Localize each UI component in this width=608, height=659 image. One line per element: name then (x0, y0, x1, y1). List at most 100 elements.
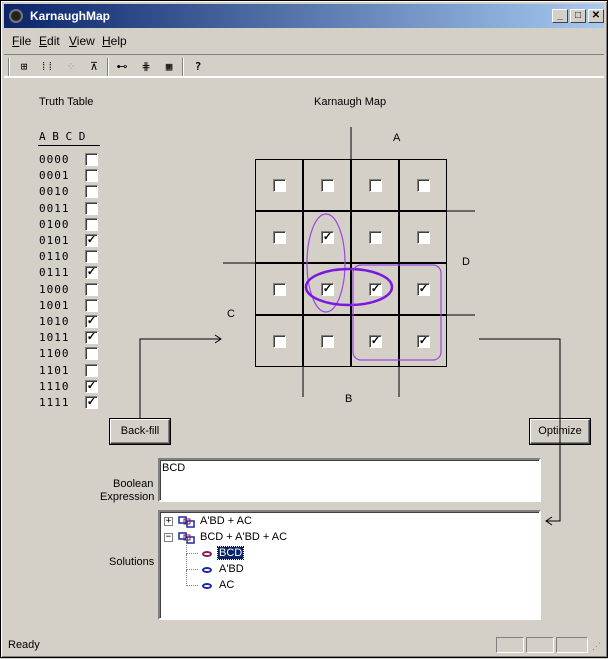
kmap-cell: ✓ (351, 263, 399, 315)
large-map-icon[interactable]: ▦ (165, 60, 173, 73)
small-map-icon[interactable]: ⊷ (116, 60, 128, 73)
solutions-label: Solutions (109, 556, 155, 568)
maximize-button[interactable]: □ (570, 9, 586, 23)
truth-table-checkbox[interactable]: ✓ (85, 396, 98, 409)
expression-value: BCD (162, 462, 186, 474)
truth-table-bits: 1010 (39, 315, 70, 328)
grid-tall-icon[interactable]: ⁞⁞ (40, 60, 54, 73)
expression-label-line1: Boolean (113, 478, 154, 490)
grid-2x2-icon[interactable]: ⊞ (20, 60, 28, 73)
truth-table-checkbox[interactable] (85, 217, 98, 231)
kmap-label-a: A (393, 132, 401, 144)
truth-table-checkbox[interactable] (85, 298, 98, 312)
expression-label-line2: Expression (100, 491, 155, 503)
truth-table-bits: 1001 (39, 298, 70, 312)
expand-icon[interactable]: + (164, 516, 173, 526)
kmap-label-c: C (227, 308, 235, 320)
menu-view[interactable]: View (69, 34, 95, 48)
solution-icon (178, 531, 196, 545)
truth-table-checkbox[interactable]: ✓ (85, 315, 98, 328)
truth-table-checkbox[interactable]: ✓ (85, 234, 98, 247)
kmap-checkbox[interactable]: ✓ (321, 231, 334, 244)
toolbar-separator (107, 58, 109, 76)
kmap-checkbox[interactable] (369, 179, 382, 192)
term-text: BCD (216, 546, 245, 560)
kmap-checkbox[interactable]: ✓ (417, 335, 430, 348)
truth-table-bits: 0100 (39, 217, 70, 231)
truth-table-title: Truth Table (39, 96, 94, 108)
kmap-checkbox[interactable]: ✓ (369, 283, 382, 296)
expression-field[interactable]: BCD (158, 458, 541, 502)
kmap-cell (255, 159, 303, 211)
kmap-label-d: D (462, 256, 470, 268)
status-text: Ready (8, 639, 40, 651)
truth-table-checkbox[interactable]: ✓ (85, 331, 98, 345)
term-text: AC (219, 579, 235, 591)
menu-file-accel: F (12, 34, 20, 48)
menu-file-rest: ile (19, 34, 32, 48)
resize-grip-icon[interactable]: ⋰ (592, 641, 601, 651)
minimize-button[interactable]: _ (552, 9, 568, 23)
menu-help-rest: elp (110, 34, 127, 48)
truth-table-checkbox[interactable] (85, 282, 98, 296)
truth-table-checkbox[interactable]: ✓ (85, 379, 98, 393)
kmap-cell: ✓ (351, 315, 399, 367)
medium-map-icon[interactable]: ⋕ (141, 60, 151, 73)
kmap-checkbox[interactable] (273, 283, 286, 296)
truth-table-header: A B C D (39, 130, 86, 143)
kmap-checkbox[interactable] (417, 231, 430, 244)
kmap-checkbox[interactable] (321, 335, 334, 348)
status-pane (496, 637, 524, 653)
menu-help[interactable]: Help (102, 34, 127, 48)
close-button[interactable]: ✕ (588, 9, 604, 23)
truth-table-checkbox[interactable] (85, 185, 98, 199)
kmap-cell (399, 159, 447, 211)
grid-disabled-icon[interactable]: ⁘ (66, 60, 76, 73)
kmap-checkbox[interactable] (417, 179, 430, 192)
menu-edit-rest: dit (47, 34, 60, 48)
kmap-cell (255, 211, 303, 263)
kmap-cell: ✓ (303, 211, 351, 263)
kmap-checkbox[interactable] (273, 231, 286, 244)
kmap-checkbox[interactable] (321, 179, 334, 192)
solution-text: BCD + A'BD + AC (200, 531, 288, 543)
truth-table-bits: 1101 (39, 363, 70, 377)
toolbar-grip (8, 58, 10, 76)
menu-edit[interactable]: Edit (39, 34, 60, 48)
kmap-cell: ✓ (399, 263, 447, 315)
truth-table-checkbox[interactable] (85, 250, 98, 264)
kmap-checkbox[interactable]: ✓ (369, 335, 382, 348)
truth-table-checkbox[interactable]: ✓ (85, 266, 98, 280)
truth-table-bits: 1111 (39, 396, 70, 409)
toolbar: ⊞ ⁞⁞ ⁘ ⊼ ⊷ ⋕ ▦ ? (4, 54, 604, 78)
menu-view-rest: iew (76, 34, 95, 48)
optimize-button[interactable]: Optimize (530, 419, 590, 444)
kmap-cell (351, 159, 399, 211)
menu-file[interactable]: File (12, 34, 31, 48)
help-icon[interactable]: ? (194, 60, 202, 73)
truth-table-bits: 0010 (39, 185, 70, 199)
truth-table-checkbox[interactable] (85, 169, 98, 183)
truth-table-checkbox[interactable] (85, 153, 98, 166)
backfill-arrow-icon (214, 334, 222, 344)
truth-table-bits: 0111 (39, 266, 70, 280)
backfill-button[interactable]: Back-fill (110, 419, 170, 444)
kmap-title: Karnaugh Map (314, 96, 387, 108)
toolbar-separator (182, 58, 184, 76)
truth-table-checkbox[interactable] (85, 363, 98, 377)
truth-table-bits: 0101 (39, 234, 70, 247)
truth-table-checkbox[interactable] (85, 201, 98, 215)
kmap-cell (303, 315, 351, 367)
truth-table-checkbox[interactable] (85, 347, 98, 361)
collapse-icon[interactable]: − (164, 532, 173, 542)
menu-view-accel: V (69, 34, 77, 48)
sort-icon[interactable]: ⊼ (89, 60, 99, 73)
kmap-checkbox[interactable] (273, 335, 286, 348)
kmap-checkbox[interactable] (273, 179, 286, 192)
kmap-cell (255, 315, 303, 367)
truth-table-header-divider (38, 145, 100, 146)
kmap-checkbox[interactable]: ✓ (417, 283, 430, 296)
kmap-checkbox[interactable] (369, 231, 382, 244)
kmap-checkbox[interactable]: ✓ (321, 283, 334, 296)
